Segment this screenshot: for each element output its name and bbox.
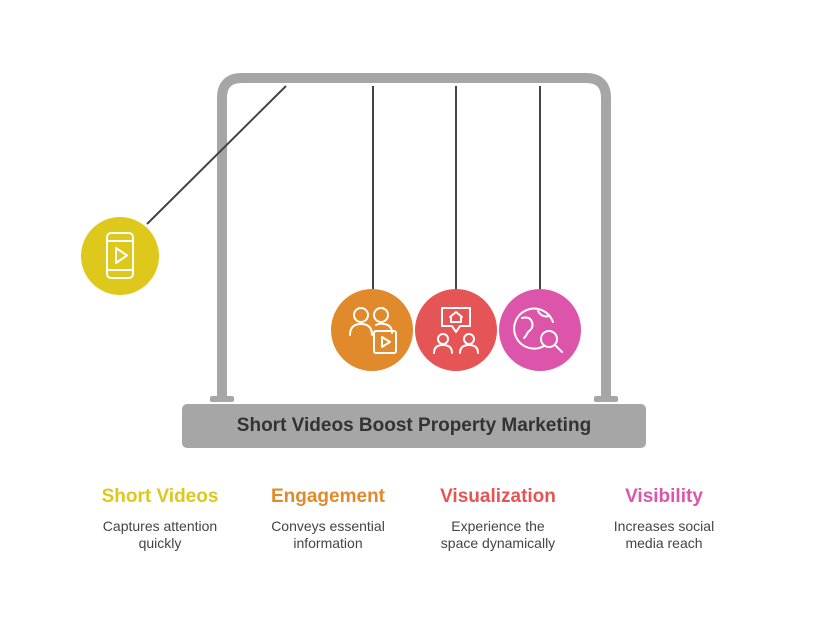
cradle-frame [217, 73, 611, 400]
item-description: Experience the space dynamically [413, 518, 583, 552]
description-line: Increases social [613, 518, 715, 534]
left-foot [210, 396, 234, 402]
item-visualization: Visualization Experience the space dynam… [413, 486, 583, 552]
item-description: Captures attention quickly [75, 518, 245, 552]
diagram-title: Short Videos Boost Property Marketing [236, 415, 592, 436]
description-line: quickly [138, 535, 182, 551]
ball-visualization [415, 289, 497, 371]
description-line: information [293, 535, 363, 551]
people-video-icon [349, 307, 397, 354]
cradle-base [182, 404, 646, 448]
description-line: Conveys essential [271, 518, 385, 534]
item-short-videos: Short Videos Captures attention quickly [75, 486, 245, 552]
item-heading: Visibility [625, 486, 703, 507]
right-foot [594, 396, 618, 402]
item-description: Conveys essential information [243, 518, 413, 552]
description-line: media reach [625, 535, 703, 551]
ball-short-videos [81, 217, 159, 295]
smartphone-play-icon [106, 232, 134, 279]
string-short-videos [146, 85, 287, 225]
item-visibility: Visibility Increases social media reach [579, 486, 749, 552]
ball-visibility [499, 289, 581, 371]
description-line: Captures attention [102, 518, 218, 534]
item-engagement: Engagement Conveys essential information [243, 486, 413, 552]
ball-engagement [331, 289, 413, 371]
item-heading: Engagement [270, 486, 386, 507]
property-tour-icon [433, 307, 479, 354]
item-heading: Visualization [440, 486, 556, 507]
globe-search-icon [513, 307, 563, 353]
item-description: Increases social media reach [579, 518, 749, 552]
description-line: space dynamically [440, 535, 556, 551]
item-heading: Short Videos [101, 486, 219, 507]
description-line: Experience the [451, 518, 545, 534]
